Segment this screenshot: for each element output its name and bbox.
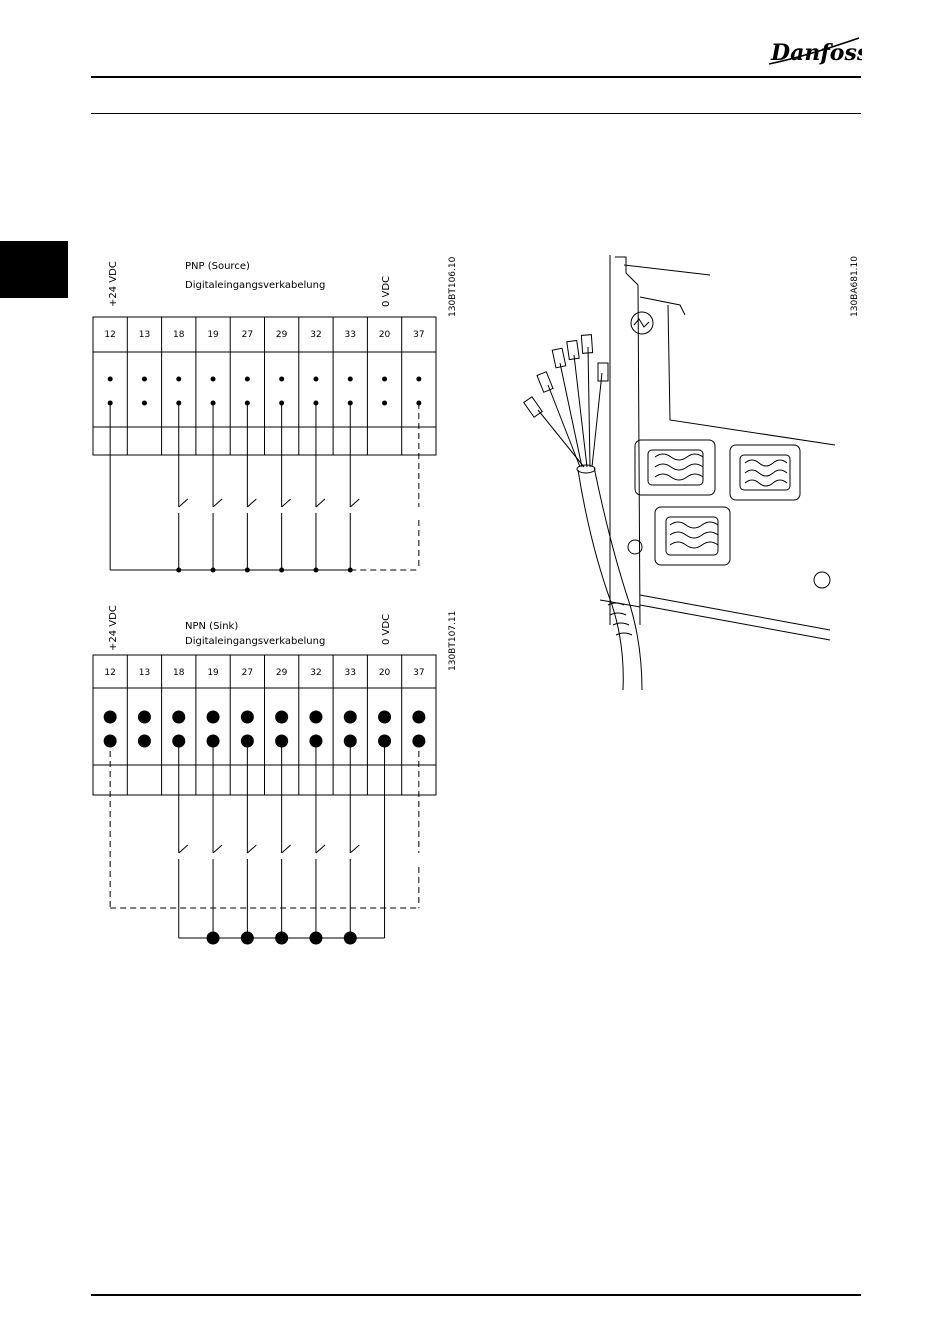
terminal-number-13: 13 xyxy=(139,330,150,340)
terminal-number-19: 19 xyxy=(207,330,219,340)
npn-title: NPN (Sink) xyxy=(185,621,238,632)
junction-dot xyxy=(276,932,288,944)
terminal-dot xyxy=(108,377,113,382)
terminal-number-27: 27 xyxy=(242,330,253,340)
terminal-dot xyxy=(211,377,216,382)
npn-supply-label: +24 VDC xyxy=(108,605,119,651)
junction-dot xyxy=(280,568,284,572)
pnp-figure-code: 130BT106.10 xyxy=(448,256,458,317)
terminal-dot xyxy=(313,377,318,382)
terminal-number-13: 13 xyxy=(139,668,150,678)
terminal-number-19: 19 xyxy=(207,668,219,678)
switch-contact xyxy=(213,499,222,507)
terminal-number-12: 12 xyxy=(104,668,115,678)
terminal-dot xyxy=(275,711,288,724)
junction-dot xyxy=(207,932,219,944)
terminal-number-37: 37 xyxy=(413,330,424,340)
housing-outline xyxy=(610,255,835,640)
terminal-dot xyxy=(138,711,151,724)
junction-dot xyxy=(241,932,253,944)
terminal-dot xyxy=(309,711,322,724)
terminal-dot xyxy=(241,711,254,724)
spring-terminal-top-left xyxy=(635,440,715,495)
switch-contact xyxy=(350,845,359,853)
terminal-number-27: 27 xyxy=(242,668,253,678)
terminal-dot xyxy=(382,377,387,382)
spring-terminal-top-right xyxy=(730,445,800,500)
cable-figure-code: 130BA681.10 xyxy=(850,256,860,317)
switch-contact xyxy=(282,845,291,853)
terminal-number-32: 32 xyxy=(310,330,321,340)
switch-contact xyxy=(316,499,325,507)
terminal-dot xyxy=(378,711,391,724)
terminal-dot xyxy=(344,711,357,724)
header-rule-bottom xyxy=(91,113,861,114)
junction-dot xyxy=(310,932,322,944)
pnp-supply-label: +24 VDC xyxy=(108,261,119,307)
cable-connector-illustration: 130BA681.10 xyxy=(490,245,870,695)
terminal-number-32: 32 xyxy=(310,668,321,678)
pnp-ground-label: 0 VDC xyxy=(381,276,392,307)
junction-dot xyxy=(177,568,181,572)
npn-subtitle: Digitaleingangsverkabelung xyxy=(185,636,325,647)
chapter-tab xyxy=(0,241,68,298)
terminal-number-29: 29 xyxy=(276,668,288,678)
npn-figure-code: 130BT107.11 xyxy=(448,611,458,671)
terminal-dot xyxy=(245,377,250,382)
terminal-number-33: 33 xyxy=(345,668,356,678)
junction-dot xyxy=(211,568,215,572)
junction-dot xyxy=(344,932,356,944)
junction-dot xyxy=(348,568,352,572)
npn-ground-label: 0 VDC xyxy=(381,614,392,645)
cable-wires xyxy=(524,335,608,467)
terminal-dot xyxy=(348,377,353,382)
terminal-number-12: 12 xyxy=(104,330,115,340)
terminal-dot xyxy=(142,401,147,406)
pnp-terminal-columns: 12 13 18 19 27 29 32 33 20 37 xyxy=(104,317,424,455)
terminal-number-20: 20 xyxy=(379,330,391,340)
switch-contact xyxy=(282,499,291,507)
logo-wordmark: Danfoss xyxy=(770,40,862,66)
npn-wiring-diagram: NPN (Sink) Digitaleingangsverkabelung +2… xyxy=(80,605,470,950)
terminal-number-37: 37 xyxy=(413,668,424,678)
terminal-dot xyxy=(382,401,387,406)
switch-contact xyxy=(179,499,188,507)
switch-contact xyxy=(247,845,256,853)
switch-contact xyxy=(316,845,325,853)
terminal-dot xyxy=(104,711,117,724)
terminal-dot xyxy=(207,711,220,724)
header-rule-top xyxy=(91,76,861,78)
terminal-dot xyxy=(138,735,151,748)
terminal-number-29: 29 xyxy=(276,330,288,340)
footer-rule xyxy=(91,1294,861,1296)
switch-contact xyxy=(213,845,222,853)
junction-dot xyxy=(245,568,249,572)
junction-dot xyxy=(314,568,318,572)
terminal-dot xyxy=(279,377,284,382)
switch-contact xyxy=(247,499,256,507)
terminal-number-20: 20 xyxy=(379,668,391,678)
pnp-subtitle: Digitaleingangsverkabelung xyxy=(185,280,325,291)
terminal-dot xyxy=(172,711,185,724)
pnp-wiring-diagram: PNP (Source) Digitaleingangsverkabelung … xyxy=(80,245,470,590)
terminal-number-18: 18 xyxy=(173,668,185,678)
terminal-dot xyxy=(176,377,181,382)
terminal-dot xyxy=(416,377,421,382)
terminal-dot xyxy=(142,377,147,382)
spring-terminal-bottom xyxy=(628,507,830,588)
terminal-number-18: 18 xyxy=(173,330,185,340)
switch-contact xyxy=(350,499,359,507)
danfoss-logo: Danfoss xyxy=(767,34,862,70)
npn-terminal-columns: 12 13 18 19 27 29 32 33 20 37 xyxy=(104,655,426,795)
pnp-title: PNP (Source) xyxy=(185,261,250,272)
terminal-dot xyxy=(412,711,425,724)
terminal-number-33: 33 xyxy=(345,330,356,340)
switch-contact xyxy=(179,845,188,853)
